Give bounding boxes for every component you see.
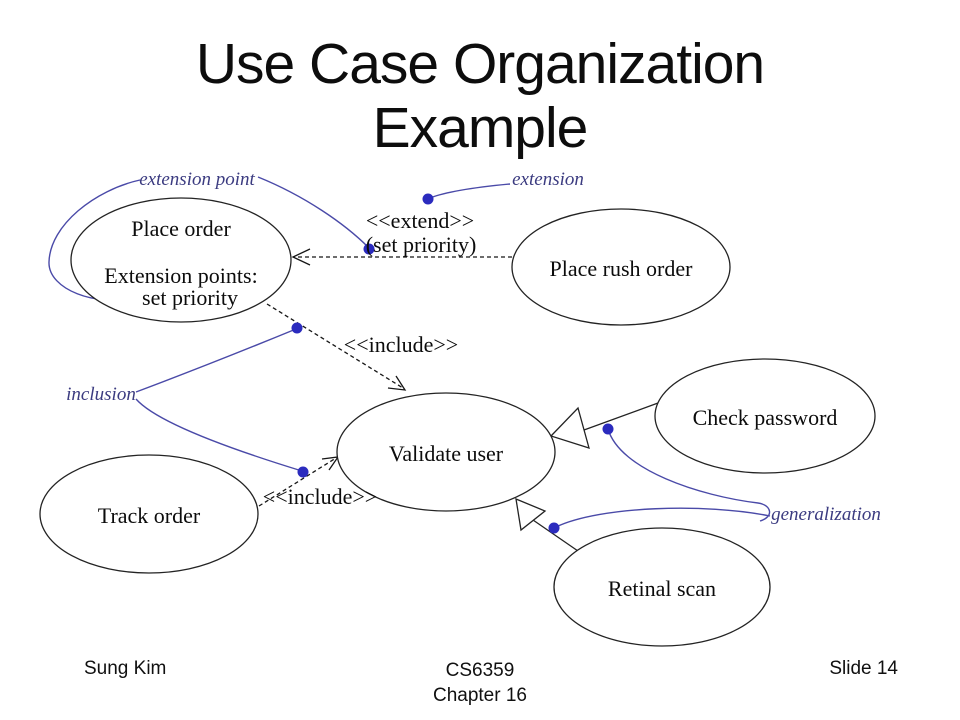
use-case-place-order: Place order Extension points: set priori…	[70, 197, 292, 323]
use-case-validate-user: Validate user	[336, 392, 556, 512]
footer-course: CS6359	[445, 660, 515, 681]
footer-slide-number: Slide 14	[829, 658, 898, 679]
footer-author: Sung Kim	[84, 658, 167, 679]
annotation-curve-extension-point-to-argument	[257, 176, 369, 248]
use-case-retinal-scan: Retinal scan	[553, 527, 771, 647]
annotation-label-extension: extension	[512, 169, 584, 190]
annotation-curve-inclusion-to-lower-include	[135, 398, 303, 472]
extend-argument: (set priority)	[366, 232, 477, 257]
include-stereotype-upper: <<include>>	[344, 332, 458, 357]
annotation-dot-extension	[422, 193, 434, 205]
use-case-place-rush-order: Place rush order	[511, 208, 731, 326]
annotation-label-generalization: generalization	[771, 504, 881, 525]
annotation-curve-inclusion-to-upper-include	[135, 328, 297, 393]
annotation-dot-generalization-upper	[602, 423, 614, 435]
annotation-curve-generalization-to-check-password-line	[607, 428, 771, 522]
annotation-dot-upper-include	[291, 322, 303, 334]
use-case-label: Track order	[98, 503, 201, 528]
footer-center-block: CS6359 Chapter 16	[0, 658, 960, 708]
include-stereotype-lower: <<include>>	[263, 484, 377, 509]
footer-chapter: Chapter 16	[432, 685, 527, 707]
extend-arrow-place-rush-order-to-place-order	[291, 248, 512, 266]
annotation-label-extension-point: extension point	[139, 169, 255, 190]
use-case-track-order: Track order	[39, 454, 259, 574]
include-arrow-place-order-to-validate-user	[266, 303, 407, 391]
use-case-label: Validate user	[389, 441, 504, 466]
use-case-check-password: Check password	[654, 358, 876, 474]
annotation-dot-extend-argument	[363, 243, 375, 255]
annotation-curve-extension-to-extend	[429, 183, 511, 199]
annotation-label-inclusion: inclusion	[66, 384, 136, 405]
use-case-label: Retinal scan	[608, 576, 716, 601]
title-line-1: Use Case Organization	[195, 32, 765, 96]
extension-point-name: set priority	[142, 285, 238, 310]
generalization-arrow-check-password-to-validate-user	[549, 402, 659, 449]
annotation-curve-generalization-to-retinal-scan-line	[555, 507, 771, 528]
use-case-label: Place order	[131, 216, 231, 241]
generalization-arrow-retinal-scan-to-validate-user	[515, 497, 579, 552]
annotation-dot-lower-include	[297, 466, 309, 478]
extension-points-header: Extension points:	[104, 263, 257, 288]
use-case-label: Check password	[693, 405, 838, 430]
extend-stereotype: <<extend>>	[366, 208, 474, 233]
use-case-label: Place rush order	[550, 256, 694, 281]
annotation-dot-generalization-lower	[548, 522, 560, 534]
title-line-2: Example	[372, 96, 589, 161]
